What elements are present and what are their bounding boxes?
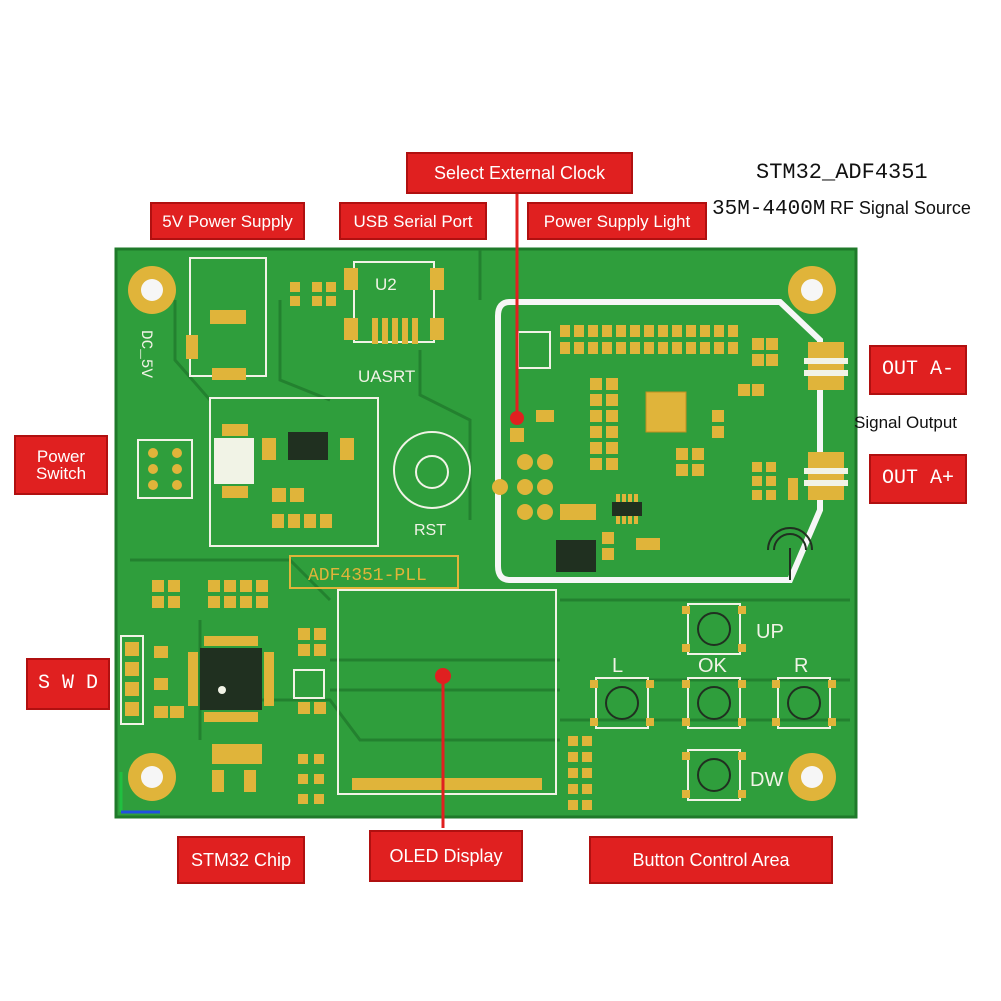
usb-pad [344, 318, 358, 340]
button-up [682, 603, 746, 655]
label-swd: S W D [26, 658, 110, 710]
mount-hole-br [788, 753, 836, 801]
silk-rst: RST [414, 522, 446, 539]
stm32-chip [200, 648, 262, 710]
regulator-ic [288, 432, 328, 460]
silk-ok: OK [698, 655, 728, 677]
stm32-area-smd [152, 580, 326, 804]
origin-axis-icon [119, 772, 160, 814]
usb-pins [372, 318, 418, 344]
label-button-control-area: Button Control Area [589, 836, 833, 884]
mount-hole-tl [128, 266, 176, 314]
board-title: STM32_ADF4351 [756, 160, 928, 185]
button-area-resistors [568, 736, 592, 810]
label-out-a-plus: OUT A+ [869, 454, 967, 504]
pointer-oled [435, 668, 451, 828]
board-subtitle: 35M-4400M RF Signal Source [712, 198, 971, 221]
swd-header-pins [125, 642, 139, 716]
pll-small-chip [616, 494, 638, 524]
label-signal-output: Signal Output [854, 413, 958, 432]
pll-components [536, 325, 798, 560]
usb-pad [430, 318, 444, 340]
mount-hole-bl [128, 753, 176, 801]
oled-connector [352, 778, 542, 790]
silk-u2: U2 [375, 275, 397, 294]
button-down [682, 749, 746, 801]
pll-big-pad [560, 504, 596, 520]
sma-out-a-minus [804, 342, 848, 390]
silk-r: R [794, 655, 808, 677]
oled-outline [337, 589, 557, 795]
antenna-symbol-icon [767, 527, 813, 580]
label-select-external-clock: Select External Clock [406, 152, 633, 194]
button-ok [682, 677, 746, 729]
clock-pins [492, 454, 553, 520]
regulator-outline [209, 397, 379, 547]
usb-pad [430, 268, 444, 290]
pll-shield-outline [495, 299, 823, 583]
power-switch-pins [148, 448, 182, 490]
dc-jack-pad [186, 335, 198, 359]
usb-pad [344, 268, 358, 290]
silk-uasrt: UASRT [358, 367, 415, 386]
regulator-cap [214, 438, 254, 484]
regulator-pad [222, 486, 248, 498]
rst-button-outline [393, 431, 471, 509]
silk-pll: ADF4351-PLL [308, 566, 427, 586]
clock-select-pad [510, 428, 524, 442]
pll-small-ic [612, 502, 642, 516]
silk-up: UP [756, 621, 784, 643]
subtitle-description: RF Signal Source [829, 198, 971, 218]
label-oled-display: OLED Display [369, 830, 523, 882]
dc-jack-pad [210, 310, 246, 324]
rst-button-cap [415, 455, 449, 489]
stm32-pin1-marker [218, 686, 226, 694]
silk-dw: DW [750, 769, 783, 791]
small-ic-outline [293, 669, 325, 699]
label-stm32-chip: STM32 Chip [177, 836, 305, 884]
label-5v-power-supply: 5V Power Supply [150, 202, 305, 240]
label-power-switch: Power Switch [14, 435, 108, 495]
adf4351-chip [645, 391, 687, 433]
pll-label-box [289, 555, 459, 589]
label-usb-serial-port: USB Serial Port [339, 202, 487, 240]
label-power-supply-light: Power Supply Light [527, 202, 707, 240]
stm32-pins [188, 636, 274, 722]
crystal-outline [212, 744, 262, 764]
silk-dc: DC_5V [137, 330, 155, 378]
pcb-substrate [114, 247, 858, 819]
mount-hole-tr [788, 266, 836, 314]
vco-module [556, 540, 596, 572]
sma-out-a-plus [804, 452, 848, 500]
button-right [772, 677, 836, 729]
pointer-external-clock [510, 194, 524, 425]
frequency-range: 35M-4400M [712, 198, 826, 221]
regulator-pad [222, 424, 248, 436]
silk-l: L [612, 655, 623, 677]
dc-jack-pad [212, 368, 246, 380]
swd-header-outline [120, 635, 144, 725]
mounting-holes [128, 266, 836, 801]
small-caps [290, 282, 336, 306]
label-out-a-minus: OUT A- [869, 345, 967, 395]
button-left [590, 677, 654, 729]
regulator-smd [262, 438, 354, 528]
power-switch-outline [137, 439, 193, 499]
